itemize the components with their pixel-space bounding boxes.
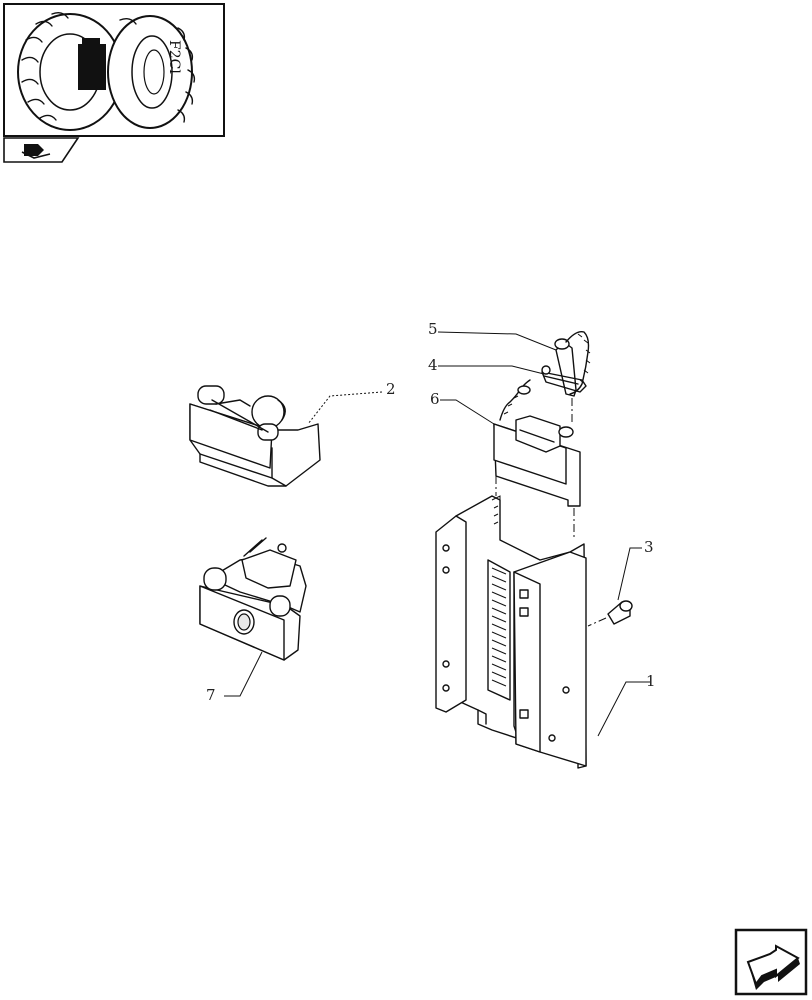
- callout-2: 2: [307, 380, 396, 425]
- next-page-arrow-icon: [746, 944, 800, 990]
- thumbnail-caption: F2Cl: [166, 40, 182, 74]
- callout-7-label: 7: [206, 686, 216, 704]
- callout-1-label: 1: [646, 672, 656, 690]
- callout-2-label: 2: [386, 380, 396, 398]
- callout-3: 3: [617, 538, 654, 601]
- hitch-highlight: [78, 44, 106, 90]
- part-3-bolt: [587, 600, 633, 627]
- part-5-pin-with-chain: [554, 331, 591, 424]
- book-arrow-icon: [21, 144, 51, 159]
- callouts: 1 2 3 4 5 6 7: [206, 320, 656, 737]
- callout-6: 6: [430, 390, 495, 425]
- callout-4-label: 4: [428, 356, 438, 374]
- callout-1: 1: [597, 672, 656, 737]
- next-page-button[interactable]: [734, 928, 808, 996]
- part-4-lynch-pin: [541, 365, 587, 393]
- callout-6-label: 6: [430, 390, 440, 408]
- section-tab[interactable]: [3, 137, 80, 163]
- callout-4: 4: [428, 356, 545, 375]
- part-6-pin-holder: [493, 379, 581, 540]
- tyre-rear-right: [107, 15, 196, 129]
- callout-5: 5: [428, 320, 557, 351]
- callout-5-label: 5: [428, 320, 438, 338]
- callout-3-label: 3: [644, 538, 654, 556]
- part-1-hitch-frame: [435, 495, 587, 769]
- tyre-rear-left: [17, 11, 123, 131]
- callout-7: 7: [206, 651, 263, 704]
- tractor-thumbnail: F2Cl: [3, 3, 225, 137]
- part-2-hitch-jaw: [189, 385, 321, 487]
- part-7-clevis-jaw: [199, 537, 307, 661]
